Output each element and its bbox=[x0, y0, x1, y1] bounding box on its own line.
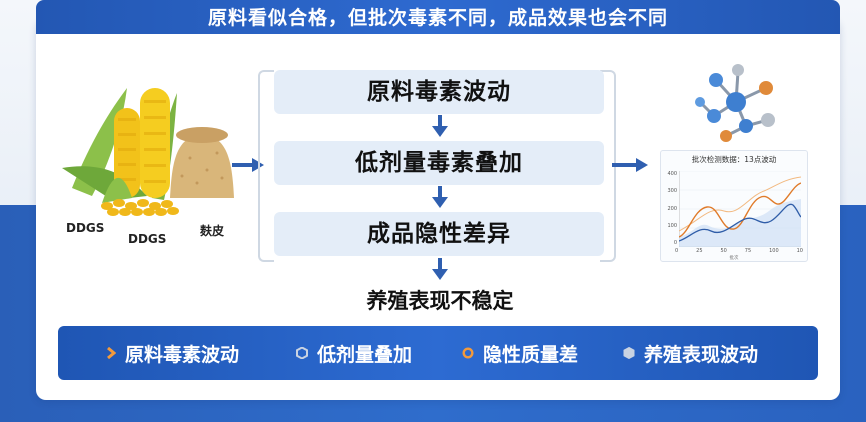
x-tick: 100 bbox=[769, 248, 779, 254]
y-tick: 400 bbox=[667, 171, 677, 177]
page-title: 原料看似合格，但批次毒素不同，成品效果也会不同 bbox=[36, 0, 840, 34]
ingredients-illustration bbox=[62, 88, 234, 216]
summary-bar: 原料毒素波动 低剂量叠加 隐性质量差 养殖表现波动 bbox=[58, 326, 818, 380]
arrow-down-icon bbox=[432, 115, 448, 137]
chevron-right-icon bbox=[106, 347, 116, 359]
hexagon-icon bbox=[296, 347, 308, 359]
ingredient-label-bran: 麸皮 bbox=[200, 224, 225, 238]
x-tick: 10 bbox=[796, 248, 803, 254]
summary-item: 隐性质量差 bbox=[462, 340, 578, 367]
series-area bbox=[679, 199, 801, 247]
chart-plot bbox=[679, 171, 801, 247]
arrow-down-icon bbox=[432, 258, 448, 280]
summary-item-label: 低剂量叠加 bbox=[317, 343, 413, 366]
arrow-right-icon bbox=[612, 158, 648, 172]
summary-item: 原料毒素波动 bbox=[106, 340, 239, 367]
summary-item-label: 养殖表现波动 bbox=[644, 343, 759, 366]
summary-item: 养殖表现波动 bbox=[623, 340, 758, 367]
summary-item-label: 隐性质量差 bbox=[483, 343, 579, 366]
step-hidden-difference: 成品隐性差异 bbox=[274, 212, 604, 256]
step-low-dose-stacking: 低剂量毒素叠加 bbox=[274, 141, 604, 185]
ring-icon bbox=[462, 347, 474, 359]
series-orange-line bbox=[679, 182, 801, 238]
x-tick: 0 bbox=[675, 248, 679, 254]
series-peach-line bbox=[679, 176, 801, 232]
molecule-illustration bbox=[695, 64, 775, 142]
ingredient-label-ddgs-2: DDGS bbox=[128, 232, 167, 246]
chart-title: 批次检测数据：13点波动 bbox=[691, 155, 777, 164]
chart-x-ticks: 0 25 50 75 100 10 bbox=[675, 248, 803, 254]
y-tick: 0 bbox=[673, 240, 677, 246]
chart-x-label: 批次 bbox=[729, 256, 739, 261]
flow-bracket-left bbox=[258, 70, 274, 262]
y-tick: 300 bbox=[667, 188, 677, 195]
x-tick: 75 bbox=[744, 248, 752, 254]
ingredient-label-ddgs-1: DDGS bbox=[66, 221, 105, 235]
x-tick: 25 bbox=[696, 248, 703, 254]
summary-item-label: 原料毒素波动 bbox=[125, 343, 240, 366]
chart-y-ticks: 400 300 200 100 0 bbox=[663, 171, 677, 246]
flow-result: 养殖表现不稳定 bbox=[366, 289, 514, 313]
y-tick: 100 bbox=[667, 222, 677, 229]
series-blue-line bbox=[679, 203, 801, 242]
y-tick: 200 bbox=[667, 205, 677, 212]
chart-panel: 批次检测数据：13点波动 400 300 200 100 0 0 25 50 7… bbox=[660, 150, 808, 262]
summary-item: 低剂量叠加 bbox=[296, 340, 412, 367]
arrow-down-icon bbox=[432, 186, 448, 208]
step-toxin-fluctuation: 原料毒素波动 bbox=[274, 70, 604, 114]
x-tick: 50 bbox=[720, 248, 727, 254]
hexagon-icon bbox=[623, 347, 635, 359]
